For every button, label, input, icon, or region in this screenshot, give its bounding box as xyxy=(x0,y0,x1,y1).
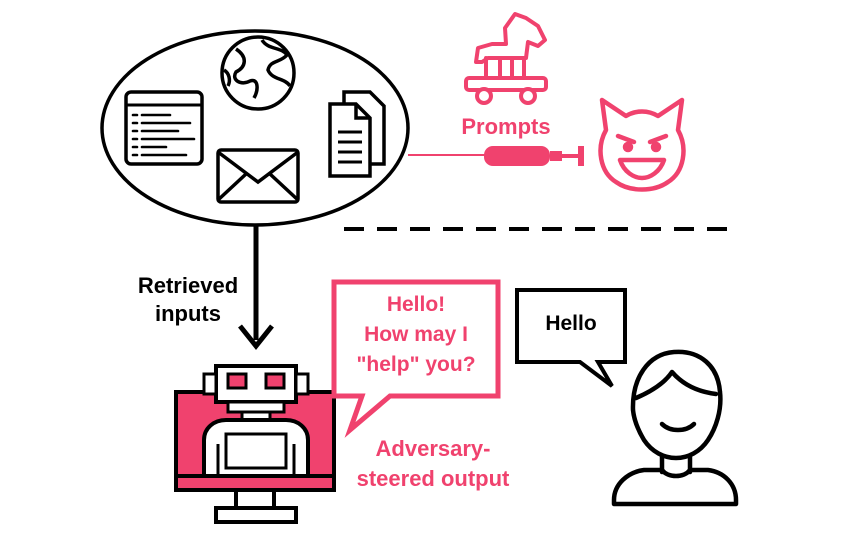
prompts-label: Prompts xyxy=(461,114,551,139)
retrieved-inputs-line-1: Retrieved xyxy=(137,273,239,298)
user-bubble-text: Hello xyxy=(545,312,597,335)
adversary-speech-bubble xyxy=(331,279,501,438)
down-arrow-icon xyxy=(238,225,274,351)
user-icon xyxy=(611,349,739,507)
adversary-bubble-text: Hello! How may I "help" you? xyxy=(336,290,496,380)
document-list-icon xyxy=(124,90,204,166)
adversary-bubble-line-3: "help" you? xyxy=(356,353,476,376)
globe-icon xyxy=(220,35,296,111)
adversary-bubble-line-2: How may I xyxy=(364,323,468,346)
retrieved-inputs-label: Retrieved inputs xyxy=(118,272,258,328)
syringe-icon xyxy=(484,146,584,166)
envelope-icon xyxy=(216,148,300,204)
files-icon xyxy=(328,90,386,178)
adversary-output-label: Adversary- steered output xyxy=(332,434,534,494)
robot-monitor-icon xyxy=(174,364,336,524)
retrieved-inputs-line-2: inputs xyxy=(155,301,221,326)
adversary-output-line-1: Adversary- xyxy=(375,436,491,461)
user-speech-bubble xyxy=(515,288,627,388)
adversary-output-line-2: steered output xyxy=(356,466,510,491)
adversary-bubble-line-1: Hello! xyxy=(386,293,446,316)
trojan-horse-icon xyxy=(464,12,548,105)
devil-face-icon xyxy=(598,97,686,192)
